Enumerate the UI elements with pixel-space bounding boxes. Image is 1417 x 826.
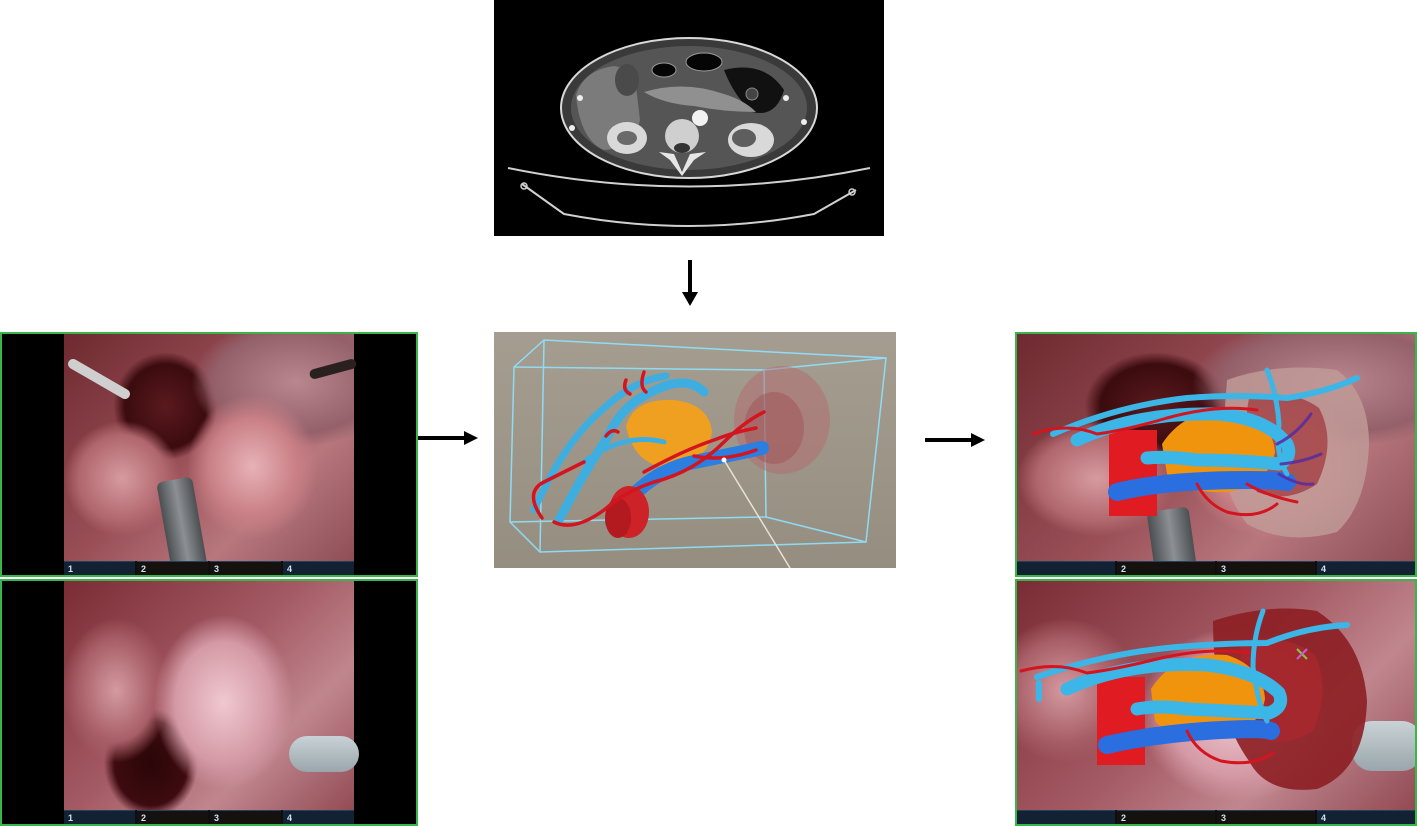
instrument-slot-3: 3 bbox=[210, 561, 281, 575]
endoscope-left-pair: 1 2 3 4 1 2 3 4 bbox=[0, 332, 418, 826]
instrument-slot-4: 4 bbox=[283, 810, 354, 824]
instrument-slot-2: 2 bbox=[137, 561, 208, 575]
surgical-scene: 1 2 3 4 bbox=[64, 334, 358, 575]
instrument-status-bar: 2 3 4 bbox=[1017, 810, 1415, 824]
3d-model-render bbox=[509, 339, 887, 568]
arrow-right-icon bbox=[418, 430, 480, 446]
ct-scan-image bbox=[494, 0, 884, 236]
surgical-scene: 1 2 3 4 bbox=[64, 581, 359, 824]
arrow-right-icon bbox=[925, 432, 987, 448]
instrument-slot-4: 4 bbox=[1317, 810, 1415, 824]
instrument-slot-3: 3 bbox=[1217, 810, 1315, 824]
ar-overlay-view-top: 2 3 4 bbox=[1015, 332, 1417, 577]
instrument-slot-1: 1 bbox=[64, 561, 135, 575]
instrument-slot-1: 1 bbox=[64, 810, 135, 824]
ar-overlay-view-bottom: 2 3 4 bbox=[1015, 579, 1417, 826]
instrument-slot-4: 4 bbox=[283, 561, 354, 575]
ar-model-overlay bbox=[1031, 367, 1369, 538]
instrument-slot-1 bbox=[1017, 810, 1115, 824]
surgical-scene: 2 3 4 bbox=[1017, 581, 1415, 824]
instrument-status-bar: 1 2 3 4 bbox=[64, 561, 354, 575]
instrument-slot-2: 2 bbox=[137, 810, 208, 824]
endoscope-view-top-left: 1 2 3 4 bbox=[0, 332, 418, 577]
instrument-status-bar: 2 3 4 bbox=[1017, 561, 1415, 575]
endoscope-view-bottom-left: 1 2 3 4 bbox=[0, 579, 418, 826]
instrument-status-bar: 1 2 3 4 bbox=[64, 810, 354, 824]
instrument-slot-2: 2 bbox=[1117, 810, 1215, 824]
ar-overlay-pair: 2 3 4 bbox=[1015, 332, 1417, 826]
arrow-down-icon bbox=[680, 260, 700, 308]
instrument-slot-2: 2 bbox=[1117, 561, 1215, 575]
instrument-tip-icon bbox=[289, 736, 359, 772]
3d-model-panel bbox=[494, 332, 896, 568]
instrument-slot-1 bbox=[1017, 561, 1115, 575]
instrument-slot-4: 4 bbox=[1317, 561, 1415, 575]
surgical-scene: 2 3 4 bbox=[1017, 334, 1415, 575]
ar-model-overlay bbox=[1019, 608, 1367, 790]
instrument-slot-3: 3 bbox=[210, 810, 281, 824]
ct-scan-panel bbox=[494, 0, 884, 236]
instrument-slot-3: 3 bbox=[1217, 561, 1315, 575]
